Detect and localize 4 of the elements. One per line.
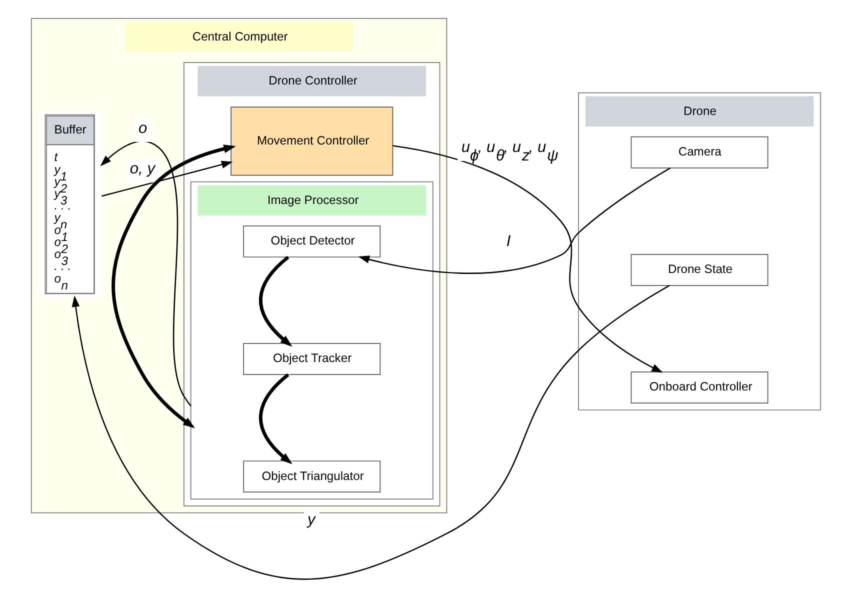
edge-label: o, y bbox=[130, 160, 155, 178]
edge-label: I bbox=[506, 233, 511, 250]
edge-label: y bbox=[308, 511, 316, 528]
edge-label: o bbox=[138, 120, 148, 137]
